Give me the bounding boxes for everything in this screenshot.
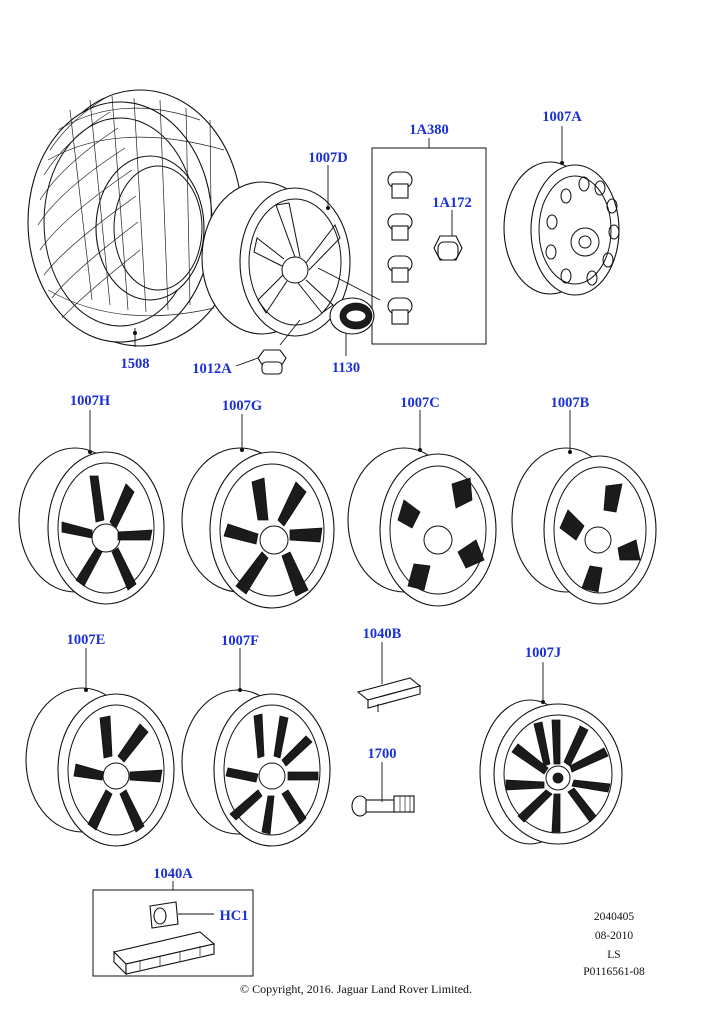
callout-1a172[interactable]: 1A172 — [432, 195, 471, 211]
tyre-illustration — [27, 89, 243, 347]
callout-1007c[interactable]: 1007C — [400, 395, 439, 411]
callout-1040a[interactable]: 1040A — [153, 866, 193, 882]
diagram-date: 08-2010 — [595, 930, 634, 942]
callout-1130[interactable]: 1130 — [332, 360, 360, 376]
wheel-1007d-illustration — [201, 181, 351, 337]
callout-1007g[interactable]: 1007G — [222, 398, 262, 414]
alloy-wheel-1007j-illustration — [479, 699, 623, 845]
callout-1a380[interactable]: 1A380 — [409, 122, 448, 138]
alloy-wheel-1007e-illustration — [25, 687, 175, 847]
callout-1007h[interactable]: 1007H — [70, 393, 111, 409]
centre-cap-badge-illustration — [329, 297, 375, 335]
alloy-wheel-1007g-illustration — [181, 447, 335, 609]
locking-nut-set-illustration — [387, 171, 463, 325]
alloy-wheel-1007f-illustration — [181, 689, 331, 847]
alloy-wheel-1007b-illustration — [511, 447, 657, 605]
diagram-ref-number: 2040405 — [594, 911, 635, 923]
balance-weight-illustration — [112, 901, 216, 976]
callout-1040b[interactable]: 1040B — [363, 626, 402, 642]
diagram-code: LS — [607, 949, 620, 961]
tyre-valve-illustration — [351, 795, 415, 817]
illustration-number: P0116561-08 — [583, 966, 645, 978]
callout-1007b[interactable]: 1007B — [551, 395, 590, 411]
callout-1007f[interactable]: 1007F — [221, 633, 259, 649]
callout-1700[interactable]: 1700 — [368, 746, 397, 762]
callout-hc1[interactable]: HC1 — [220, 908, 249, 924]
callout-1007a[interactable]: 1007A — [542, 109, 582, 125]
callout-1007e[interactable]: 1007E — [67, 632, 106, 648]
balance-weight-clip-illustration — [356, 677, 422, 712]
wheel-nut-illustration — [257, 349, 287, 375]
callout-1508[interactable]: 1508 — [121, 356, 150, 372]
alloy-wheel-1007h-illustration — [18, 447, 165, 605]
copyright-notice: © Copyright, 2016. Jaguar Land Rover Lim… — [240, 982, 472, 996]
callout-1007d[interactable]: 1007D — [308, 150, 347, 166]
alloy-wheel-1007c-illustration — [347, 447, 497, 607]
steel-spare-wheel-illustration — [503, 161, 620, 296]
callout-1012a[interactable]: 1012A — [192, 361, 232, 377]
callout-1007j[interactable]: 1007J — [525, 645, 561, 661]
